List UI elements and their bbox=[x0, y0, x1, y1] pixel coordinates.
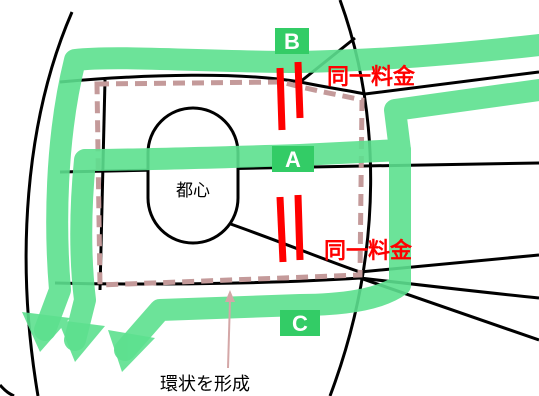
left-frame-corner bbox=[0, 384, 15, 396]
arrow-a-head bbox=[58, 320, 105, 362]
left-boundary-arc bbox=[24, 11, 74, 396]
toll-bar-lower-2 bbox=[294, 194, 304, 261]
arrow-b-head bbox=[22, 312, 70, 352]
road-top bbox=[59, 70, 539, 96]
route-a-badge bbox=[272, 146, 314, 172]
road-bottom-diag bbox=[224, 220, 539, 274]
toll-bar-upper-1 bbox=[276, 67, 286, 131]
toll-bar-lower-1 bbox=[276, 196, 287, 263]
ring-pointer-head bbox=[225, 290, 235, 302]
route-c-line bbox=[114, 139, 411, 361]
route-b-label: B bbox=[284, 29, 300, 54]
arrow-c-head bbox=[108, 330, 155, 372]
ring-note-label: 環状を形成 bbox=[160, 374, 250, 395]
toll-bars bbox=[276, 61, 304, 263]
arrowheads bbox=[22, 312, 155, 372]
toll-lower-label: 同一料金 bbox=[324, 238, 413, 264]
route-c-badge bbox=[280, 310, 320, 336]
route-b-line bbox=[34, 34, 539, 341]
city-center-oval bbox=[146, 106, 240, 245]
green-routes bbox=[34, 34, 539, 361]
route-a-label: A bbox=[285, 147, 301, 172]
route-c-label: C bbox=[292, 311, 308, 336]
toll-bar-upper-2 bbox=[294, 61, 304, 119]
toll-upper-label: 同一料金 bbox=[327, 64, 416, 90]
route-a-line bbox=[64, 79, 539, 351]
road-bottom bbox=[54, 276, 539, 300]
city-center-label: 都心 bbox=[176, 181, 210, 201]
right-boundary-arc bbox=[328, 0, 373, 396]
ring-pointer-line bbox=[227, 299, 231, 369]
route-b-badge bbox=[275, 28, 309, 54]
